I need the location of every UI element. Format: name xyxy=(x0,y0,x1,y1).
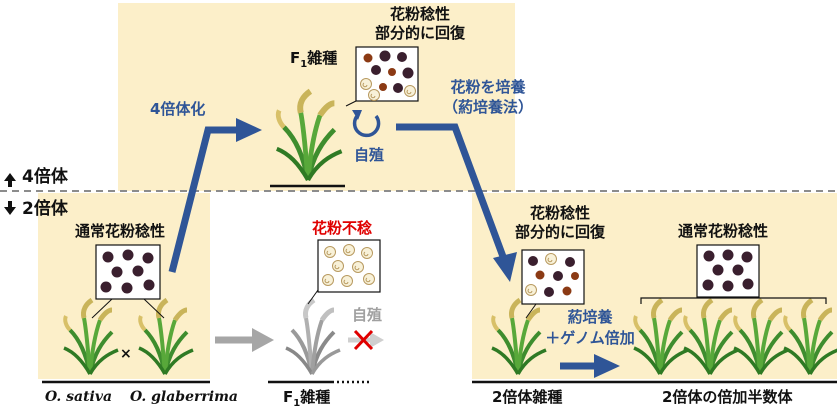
anther-line1: 葯培養 xyxy=(567,308,613,326)
rice-plant-haploid-4 xyxy=(784,300,837,374)
up-arrow-icon xyxy=(4,173,16,187)
right-fertility-line2: 部分的に回復 xyxy=(514,223,605,241)
top-fertility-line2: 部分的に回復 xyxy=(374,24,465,42)
rice-plant-tetraploid-f1 xyxy=(277,91,342,180)
cross-icon xyxy=(353,329,374,351)
cross-symbol: × xyxy=(120,346,132,362)
rice-plant-sterile-f1 xyxy=(286,300,340,374)
middle-self-label: 自殖 xyxy=(352,306,383,324)
pollen-box-normal-left xyxy=(95,244,161,300)
middle-f1-label: F1雑種 xyxy=(283,388,331,409)
rice-plant-glaberrima xyxy=(139,300,193,374)
pollen-box-right-normal xyxy=(696,244,760,298)
anther-arrow-head xyxy=(594,354,620,378)
right-fertility-line1: 花粉稔性 xyxy=(529,204,590,222)
culture-arrow xyxy=(396,123,509,264)
culture-line2: （葯培養法） xyxy=(442,98,533,116)
rice-plant-haploid-3 xyxy=(734,300,788,374)
culture-arrow-head xyxy=(493,252,517,282)
self-cycle-icon xyxy=(352,113,381,138)
doubling-arrow-head xyxy=(236,118,262,142)
pollen-box-sterile xyxy=(317,239,381,293)
haploid-bracket xyxy=(640,297,827,304)
rice-plant-haploid-2 xyxy=(684,300,738,374)
right-normal-fertility: 通常花粉稔性 xyxy=(678,222,769,240)
left-fertility-label: 通常花粉稔性 xyxy=(75,222,166,240)
top-fertility-line1: 花粉稔性 xyxy=(389,5,450,23)
doubling-arrow xyxy=(168,126,238,273)
pollen-box-top-f1 xyxy=(355,46,419,102)
parent-glaberrima: O. glaberrima xyxy=(130,389,238,405)
diploid-label: 2倍体 xyxy=(22,199,68,219)
anther-line2: ＋ゲノム倍加 xyxy=(545,329,635,347)
parent-sativa: O. sativa xyxy=(45,389,113,405)
top-f1-label: F1雑種 xyxy=(290,49,338,70)
diploid-hybrid-label: 2倍体雑種 xyxy=(492,388,563,406)
top-self-label: 自殖 xyxy=(354,146,385,164)
culture-line1: 花粉を培養 xyxy=(450,78,526,96)
sterile-label: 花粉不稔 xyxy=(312,219,373,237)
pollen-box-right-partial xyxy=(521,249,585,305)
tetraploid-label: 4倍体 xyxy=(22,167,68,187)
rice-plant-sativa xyxy=(64,300,118,374)
haploid-label: 2倍体の倍加半数体 xyxy=(662,388,793,406)
down-arrow-icon xyxy=(4,201,16,215)
doubling-label: 4倍体化 xyxy=(150,100,206,118)
grey-arrow-head xyxy=(252,328,274,352)
